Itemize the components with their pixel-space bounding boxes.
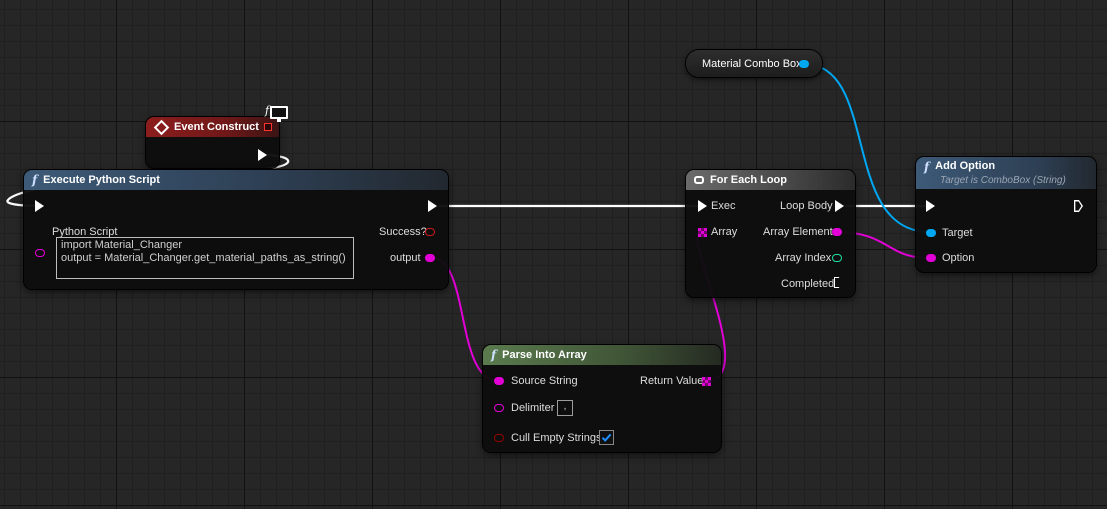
loop-body-pin[interactable] <box>835 200 844 212</box>
loop-body-label: Loop Body <box>780 200 833 212</box>
foreach-header: For Each Loop <box>686 170 855 190</box>
checkmark-icon <box>601 433 612 442</box>
material-combo-box-label: Material Combo Box <box>702 58 802 70</box>
add-option-node[interactable]: f Add Option Target is ComboBox (String)… <box>916 157 1096 272</box>
option-label: Option <box>942 252 975 264</box>
loop-icon <box>694 176 704 184</box>
event-construct-node[interactable]: Event Construct <box>146 117 279 168</box>
material-combo-box-node[interactable]: Material Combo Box <box>686 50 822 77</box>
array-index-label: Array Index <box>775 252 832 264</box>
event-construct-title: Event Construct <box>174 121 259 133</box>
function-icon: f <box>924 160 930 174</box>
output-pin[interactable] <box>425 254 435 262</box>
python-node-header: f Execute Python Script <box>24 170 448 190</box>
execute-python-script-node[interactable]: f Execute Python Script Python Script im… <box>24 170 448 289</box>
option-pin[interactable] <box>926 254 936 262</box>
function-icon: f <box>32 173 38 187</box>
python-script-pin[interactable] <box>35 249 45 257</box>
foreach-exec-label: Exec <box>711 200 736 212</box>
parse-into-array-node[interactable]: f Parse Into Array Source String Delimit… <box>483 345 721 452</box>
event-exec-out-pin[interactable] <box>258 149 267 161</box>
completed-label: Completed <box>781 278 835 290</box>
delimiter-field[interactable]: , <box>557 400 573 416</box>
return-value-label: Return Value <box>640 375 704 387</box>
foreach-array-label: Array <box>711 226 738 238</box>
target-pin[interactable] <box>926 229 936 237</box>
monitor-badge-f: f <box>265 104 270 117</box>
event-delegate-pin[interactable] <box>264 123 272 131</box>
return-value-pin[interactable] <box>702 377 711 386</box>
python-exec-out-pin[interactable] <box>428 200 437 212</box>
success-label: Success? <box>379 226 427 238</box>
source-string-label: Source String <box>511 375 578 387</box>
array-index-pin[interactable] <box>832 254 842 262</box>
foreach-array-pin[interactable] <box>698 228 707 237</box>
success-pin[interactable] <box>425 228 435 236</box>
cull-empty-checkbox[interactable] <box>599 430 614 445</box>
material-combo-box-out-pin[interactable] <box>799 60 809 68</box>
array-element-label: Array Element <box>763 226 833 238</box>
add-option-exec-in-pin[interactable] <box>926 200 935 212</box>
add-option-exec-out-pin[interactable] <box>1074 200 1083 212</box>
add-option-header: f Add Option Target is ComboBox (String) <box>916 157 1096 189</box>
add-option-subtitle: Target is ComboBox (String) <box>940 175 1066 186</box>
python-exec-in-pin[interactable] <box>35 200 44 212</box>
python-script-label: Python Script <box>52 226 118 238</box>
function-icon: f <box>491 348 497 362</box>
for-each-loop-node[interactable]: For Each Loop Exec Array Loop Body Array… <box>686 170 855 297</box>
delimiter-label: Delimiter <box>511 402 555 414</box>
cull-empty-pin[interactable] <box>494 434 504 442</box>
foreach-title: For Each Loop <box>710 174 787 186</box>
parse-title: Parse Into Array <box>502 349 587 361</box>
python-node-title: Execute Python Script <box>43 174 160 186</box>
target-label: Target <box>942 227 973 239</box>
delimiter-pin[interactable] <box>494 404 504 412</box>
python-script-field[interactable]: import Material_Changer output = Materia… <box>56 237 354 279</box>
array-element-pin[interactable] <box>832 228 842 236</box>
cull-empty-label: Cull Empty Strings <box>511 432 602 444</box>
output-label: output <box>390 252 421 264</box>
completed-pin[interactable] <box>834 277 842 288</box>
parse-header: f Parse Into Array <box>483 345 721 365</box>
foreach-exec-in-pin[interactable] <box>698 200 707 212</box>
monitor-icon <box>270 106 288 122</box>
source-string-pin[interactable] <box>494 377 504 385</box>
event-diamond-icon <box>153 119 170 135</box>
add-option-title: Add Option <box>935 160 996 172</box>
event-construct-header: Event Construct <box>146 117 279 137</box>
